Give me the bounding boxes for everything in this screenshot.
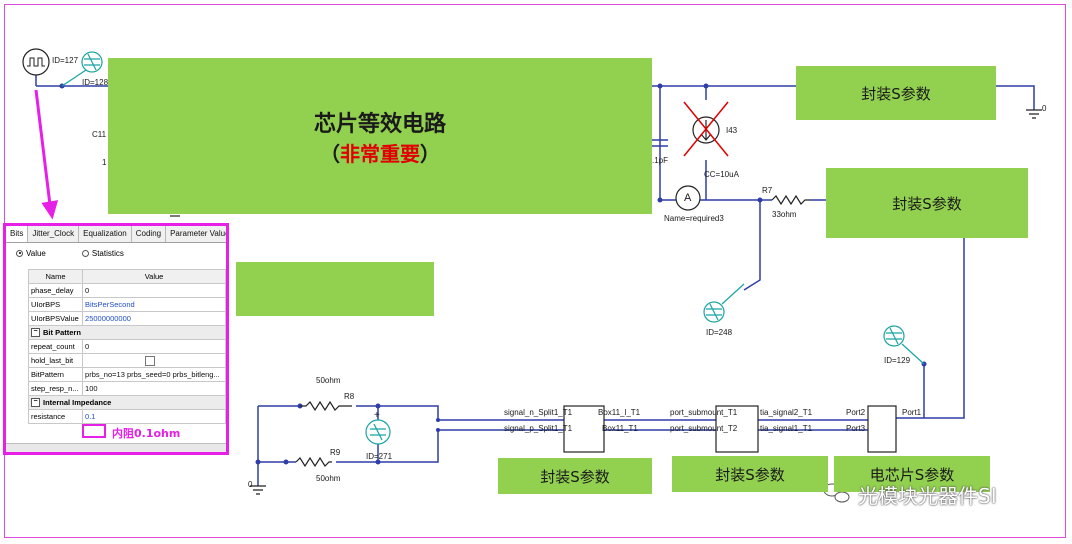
port-tia-signal1: tia_signal1_T1 — [760, 424, 813, 433]
port-tia-signal2: tia_signal2_T1 — [760, 408, 813, 417]
table-row[interactable]: step_resp_n...100 — [27, 381, 226, 396]
group-internal-impedance[interactable]: −Internal Impedance — [28, 395, 226, 410]
watermark-text: 光模块光器件SI — [858, 484, 997, 508]
chip-subtitle: （非常重要） — [320, 141, 440, 166]
chip-subtitle-emphasis: 非常重要 — [340, 141, 420, 166]
ammeter-icon — [675, 185, 701, 211]
watermark: 光模块光器件SI — [826, 480, 997, 509]
label-r9: R9 — [330, 448, 341, 457]
radio-value-dot[interactable] — [16, 249, 23, 257]
tab-bits[interactable]: Bits — [6, 226, 29, 242]
tab-coding[interactable]: Coding — [132, 226, 167, 242]
tab-jitter-clock[interactable]: Jitter_Clock — [28, 226, 80, 242]
label-id248: ID=248 — [706, 328, 733, 337]
chip-sparam-box-bottom-3: 电芯片S参数 — [834, 456, 990, 492]
tab-parameter-values[interactable]: Parameter Values — [166, 226, 226, 242]
port-submount-t2: port_submount_T2 — [670, 424, 738, 433]
package-sparam-box-bottom-2: 封装S参数 — [672, 456, 828, 492]
label-cc: CC=10uA — [704, 170, 739, 179]
view-radio-group: Value Statistics — [6, 243, 226, 263]
port-submount-t1: port_submount_T1 — [670, 408, 738, 417]
label-name-required: Name=required3 — [664, 214, 724, 223]
port-2: Port2 — [846, 408, 866, 417]
resistance-highlight — [82, 424, 106, 438]
label-gnd-left: 0 — [248, 480, 253, 489]
chip-title: 芯片等效电路 — [313, 111, 446, 137]
horizontal-scrollbar[interactable] — [6, 443, 226, 452]
package-sparam-box-mid: 封装S参数 — [826, 168, 1028, 238]
label-gnd-right: 0 — [1042, 104, 1047, 113]
probe-id271-icon — [365, 419, 391, 445]
col-name-header: Name — [27, 269, 84, 284]
empty-green-box — [236, 262, 434, 316]
sparam-block-2[interactable] — [715, 405, 759, 453]
sparam-block-1[interactable] — [563, 405, 605, 453]
port-3: Port3 — [846, 424, 866, 433]
label-r7-value: 33ohm — [772, 210, 797, 219]
package-sparam-box-bottom-1: 封装S参数 — [498, 458, 652, 494]
port-1: Port1 — [902, 408, 922, 417]
pulse-source-icon — [22, 48, 50, 76]
radio-statistics-dot[interactable] — [81, 249, 89, 257]
label-cap: .1pF — [652, 156, 669, 165]
radio-statistics[interactable]: Statistics — [81, 249, 124, 258]
label-r9-value: 50ohm — [316, 474, 341, 483]
group-bit-pattern[interactable]: −Bit Pattern — [28, 325, 226, 340]
hold-last-bit-checkbox[interactable] — [145, 355, 156, 366]
property-panel: Bits Jitter_Clock Equalization Coding Pa… — [3, 223, 229, 455]
svg-text:+: + — [374, 410, 380, 421]
table-row[interactable]: hold_last_bit — [27, 353, 226, 368]
port-box11: Box11_T1 — [602, 424, 638, 433]
port-signal-n: signal_n_Split1_T1 — [504, 408, 573, 417]
label-r8-value: 50ohm — [316, 376, 341, 385]
sparam-block-3[interactable] — [867, 405, 897, 453]
label-id127: ID=127 — [52, 56, 79, 65]
ammeter-label: A — [684, 192, 692, 204]
label-one: 1 — [102, 158, 107, 167]
radio-value[interactable]: Value — [16, 249, 46, 258]
chip-equivalent-circuit-box: 芯片等效电路 （非常重要） — [108, 58, 652, 214]
collapse-icon[interactable]: − — [31, 328, 40, 338]
label-r7: R7 — [762, 186, 773, 195]
label-c11: C11 — [92, 130, 107, 139]
label-r8: R8 — [344, 392, 355, 401]
panel-tabs: Bits Jitter_Clock Equalization Coding Pa… — [6, 226, 226, 243]
collapse-icon[interactable]: − — [31, 398, 40, 408]
label-id271: ID=271 — [366, 452, 393, 461]
internal-resistance-note: 内阻0.1ohm — [112, 427, 181, 440]
label-id128: ID=128 — [82, 78, 109, 87]
label-i43: I43 — [726, 126, 738, 135]
probe-id129-icon — [883, 325, 925, 365]
port-box11-l: Box11_l_T1 — [598, 408, 641, 417]
package-sparam-box-top: 封装S参数 — [796, 66, 996, 120]
probe-id128-icon — [61, 51, 103, 87]
label-id129: ID=129 — [884, 356, 911, 365]
col-value-header: Value — [82, 269, 226, 284]
port-signal-p: signal_p_Split1_T1 — [504, 424, 573, 433]
tab-equalization[interactable]: Equalization — [79, 226, 132, 242]
probe-id248-icon — [703, 283, 745, 323]
